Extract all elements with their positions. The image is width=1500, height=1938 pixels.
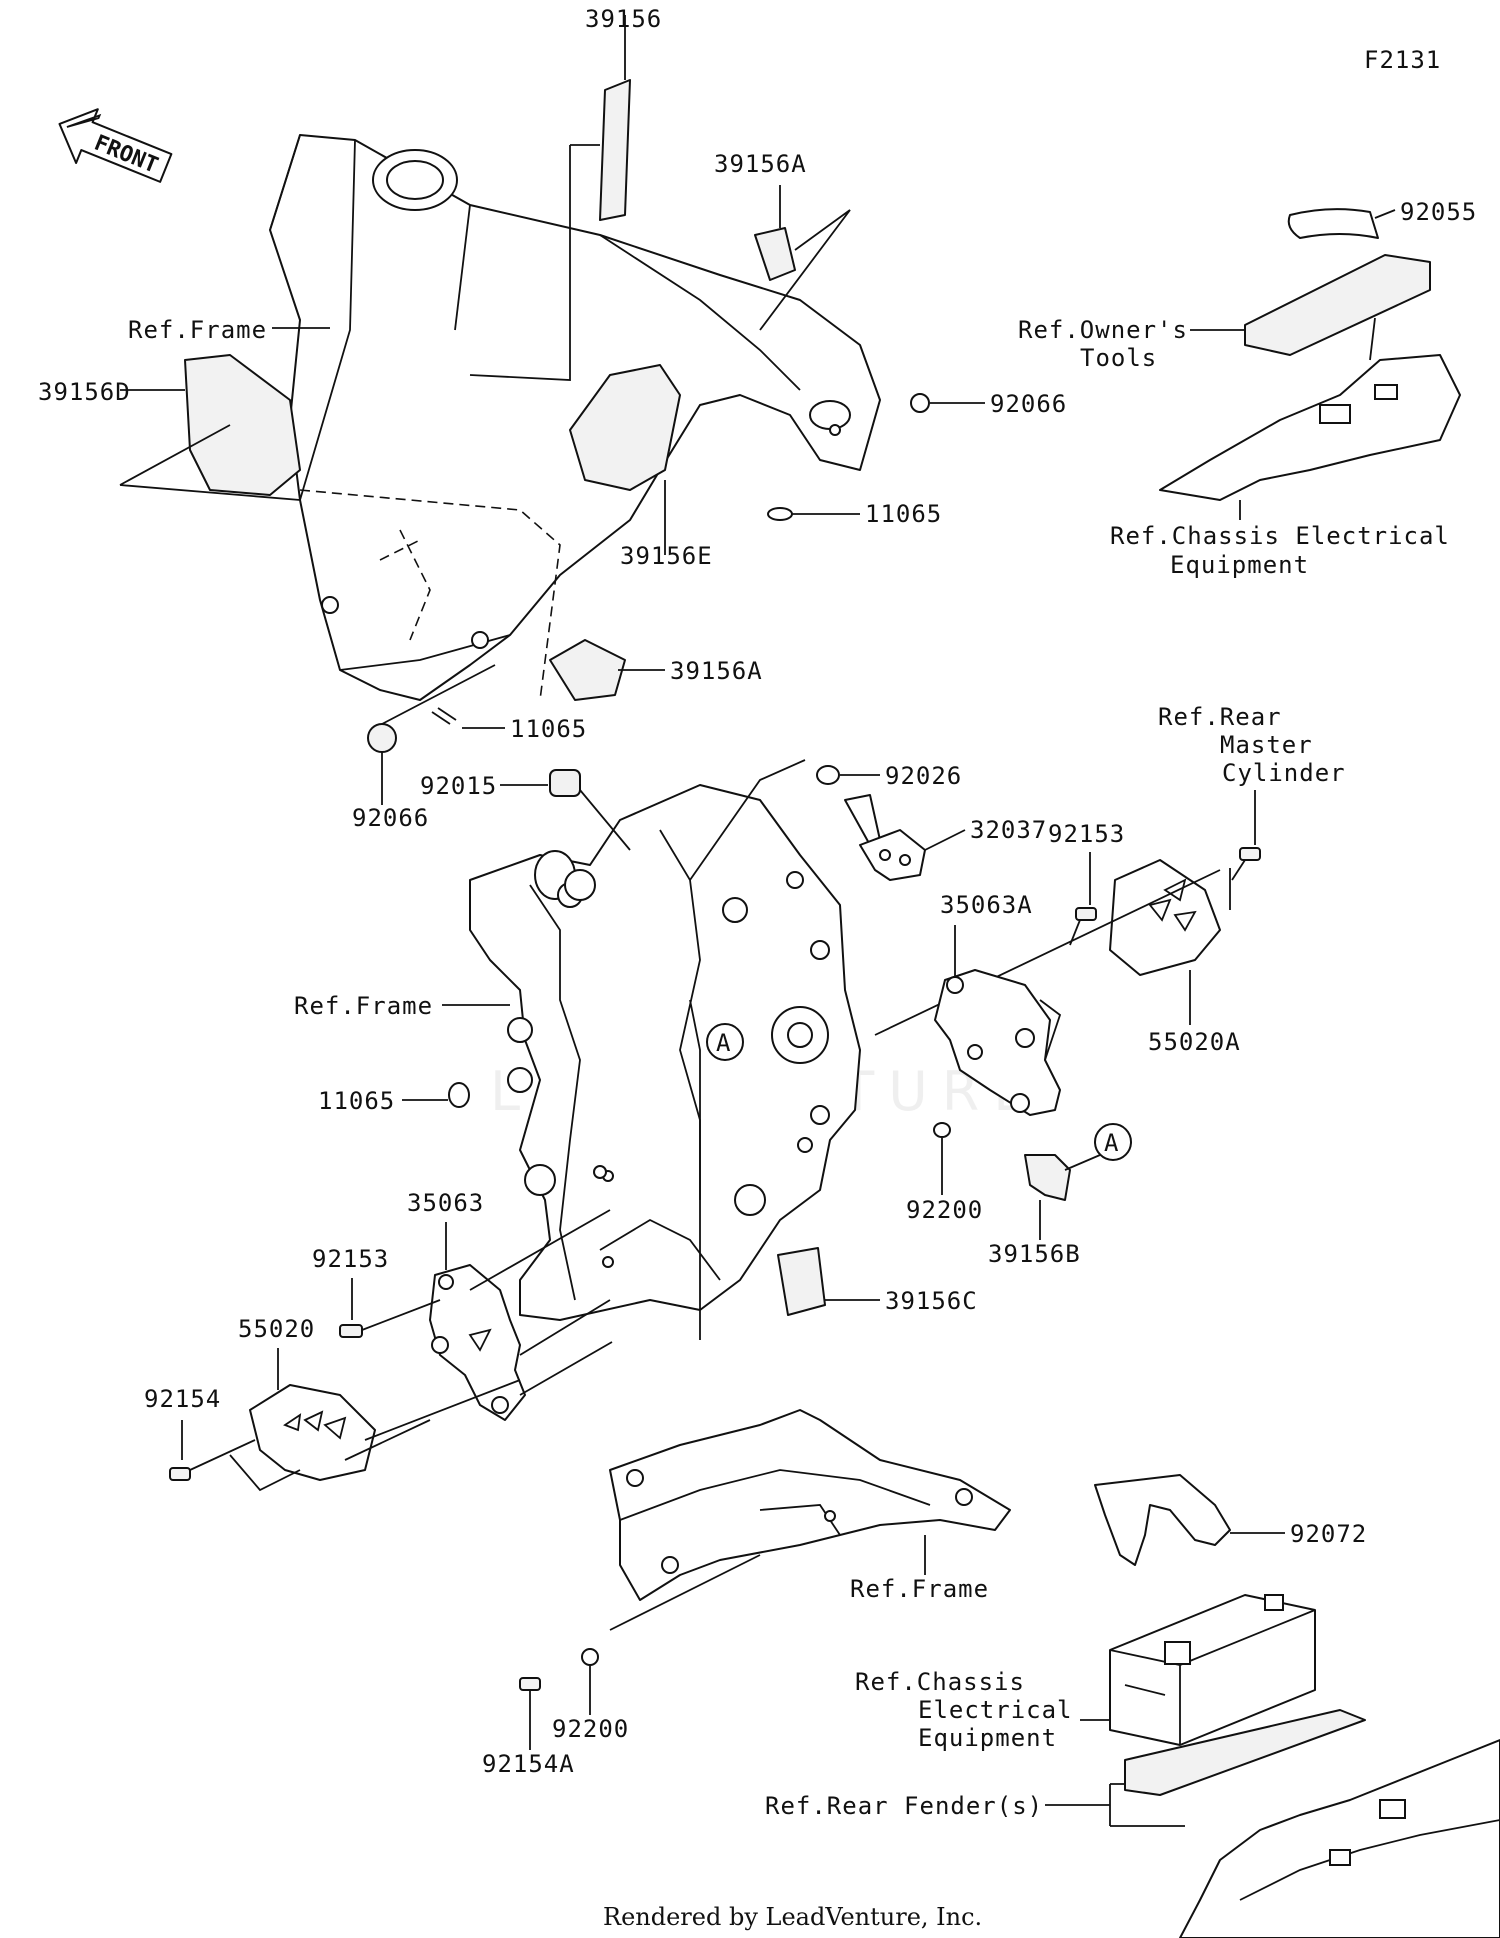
label-11065-mid: 11065	[510, 715, 587, 743]
decal-39156A-mid	[549, 639, 626, 701]
label-ref-rear-master-1: Ref.Rear	[1158, 703, 1282, 731]
bracket-92072	[1094, 1474, 1231, 1566]
plug-92066-left	[367, 723, 397, 753]
label-ref-chassis-electrical-low-1: Ref.Chassis	[855, 1668, 1025, 1696]
decal-39156B	[1024, 1154, 1071, 1201]
decal-39156D	[184, 354, 301, 496]
guard-55020A	[1109, 859, 1221, 976]
electrical-tray-top	[1159, 354, 1461, 501]
label-ref-chassis-electrical-low-3: Equipment	[918, 1724, 1057, 1752]
label-92066-right: 92066	[990, 390, 1067, 418]
decal-39156	[469, 79, 631, 381]
figure-code: F2131	[1364, 46, 1441, 74]
upper-frame-drawing	[269, 134, 881, 701]
grommet-92066-right	[910, 393, 930, 413]
label-55020A: 55020A	[1148, 1028, 1241, 1056]
label-ref-rear-fender: Ref.Rear Fender(s)	[765, 1792, 1043, 1820]
clip-11065-top	[767, 507, 793, 521]
label-92154A: 92154A	[482, 1750, 575, 1778]
label-92055: 92055	[1400, 198, 1477, 226]
tool-strap-92055-icon	[1287, 208, 1379, 239]
label-92153-right: 92153	[1048, 820, 1125, 848]
bolt-92154	[169, 1467, 191, 1481]
label-ref-chassis-electrical-top-2: Equipment	[1170, 551, 1309, 579]
bolt-92153-left	[339, 1324, 363, 1338]
label-39156: 39156	[585, 5, 662, 33]
label-32037: 32037	[970, 816, 1047, 844]
label-ref-chassis-electrical-low-2: Electrical	[918, 1696, 1073, 1724]
label-92026: 92026	[885, 762, 962, 790]
front-arrow-icon: FRONT	[58, 108, 173, 183]
label-92154: 92154	[144, 1385, 221, 1413]
label-39156A-top: 39156A	[714, 150, 807, 178]
bracket-32037	[844, 794, 926, 881]
label-ref-frame-top: Ref.Frame	[128, 316, 267, 344]
label-92066-left: 92066	[352, 804, 429, 832]
rear-fender-panel	[1124, 1709, 1366, 1796]
label-11065-top: 11065	[865, 500, 942, 528]
washer-92026	[816, 765, 840, 785]
label-ref-frame-low: Ref.Frame	[850, 1575, 989, 1603]
callout-a-right	[1094, 1123, 1132, 1161]
label-11065-low: 11065	[318, 1087, 395, 1115]
washer-92200-mid	[933, 1122, 951, 1138]
label-39156A-mid: 39156A	[670, 657, 763, 685]
label-39156C: 39156C	[885, 1287, 978, 1315]
label-ref-owners-tools-2: Tools	[1080, 344, 1157, 372]
electrical-box-drawing	[1109, 1594, 1316, 1746]
label-ref-rear-master-3: Cylinder	[1222, 759, 1346, 787]
label-92200-low: 92200	[552, 1715, 629, 1743]
bolt-rear-master	[1239, 847, 1261, 861]
rear-subframe-drawing	[609, 1409, 1011, 1601]
decal-39156E	[569, 364, 681, 491]
bolt-92154A	[519, 1677, 541, 1691]
rear-fender-body	[1179, 1739, 1500, 1938]
label-35063: 35063	[407, 1189, 484, 1217]
washer-92200-low	[581, 1648, 599, 1666]
label-35063A: 35063A	[940, 891, 1033, 919]
guard-55020	[249, 1384, 376, 1481]
credit-text: Rendered by LeadVenture, Inc.	[603, 1903, 982, 1931]
label-55020: 55020	[238, 1315, 315, 1343]
nut-92015	[549, 769, 581, 797]
bracket-35063	[429, 1264, 526, 1421]
label-92200-mid: 92200	[906, 1196, 983, 1224]
middle-frame-drawing	[469, 784, 861, 1321]
owners-tools-bag	[1244, 254, 1431, 356]
label-39156B: 39156B	[988, 1240, 1081, 1268]
label-92153-left: 92153	[312, 1245, 389, 1273]
bolt-92153-right	[1075, 907, 1097, 921]
label-ref-frame-mid: Ref.Frame	[294, 992, 433, 1020]
callout-a-right-label: A	[1104, 1129, 1119, 1157]
label-ref-rear-master-2: Master	[1220, 731, 1313, 759]
callout-a-mid-label: A	[716, 1029, 731, 1057]
decal-39156C	[777, 1247, 826, 1316]
label-ref-owners-tools-1: Ref.Owner's	[1018, 316, 1188, 344]
label-92015: 92015	[420, 772, 497, 800]
decal-39156A-top	[754, 227, 796, 281]
label-39156D: 39156D	[38, 378, 131, 406]
callout-a-mid	[706, 1023, 744, 1061]
label-92072: 92072	[1290, 1520, 1367, 1548]
bracket-35063A	[934, 969, 1061, 1116]
clip-11065-low	[448, 1082, 470, 1108]
label-ref-chassis-electrical-top-1: Ref.Chassis Electrical	[1110, 522, 1450, 550]
label-39156E: 39156E	[620, 542, 713, 570]
